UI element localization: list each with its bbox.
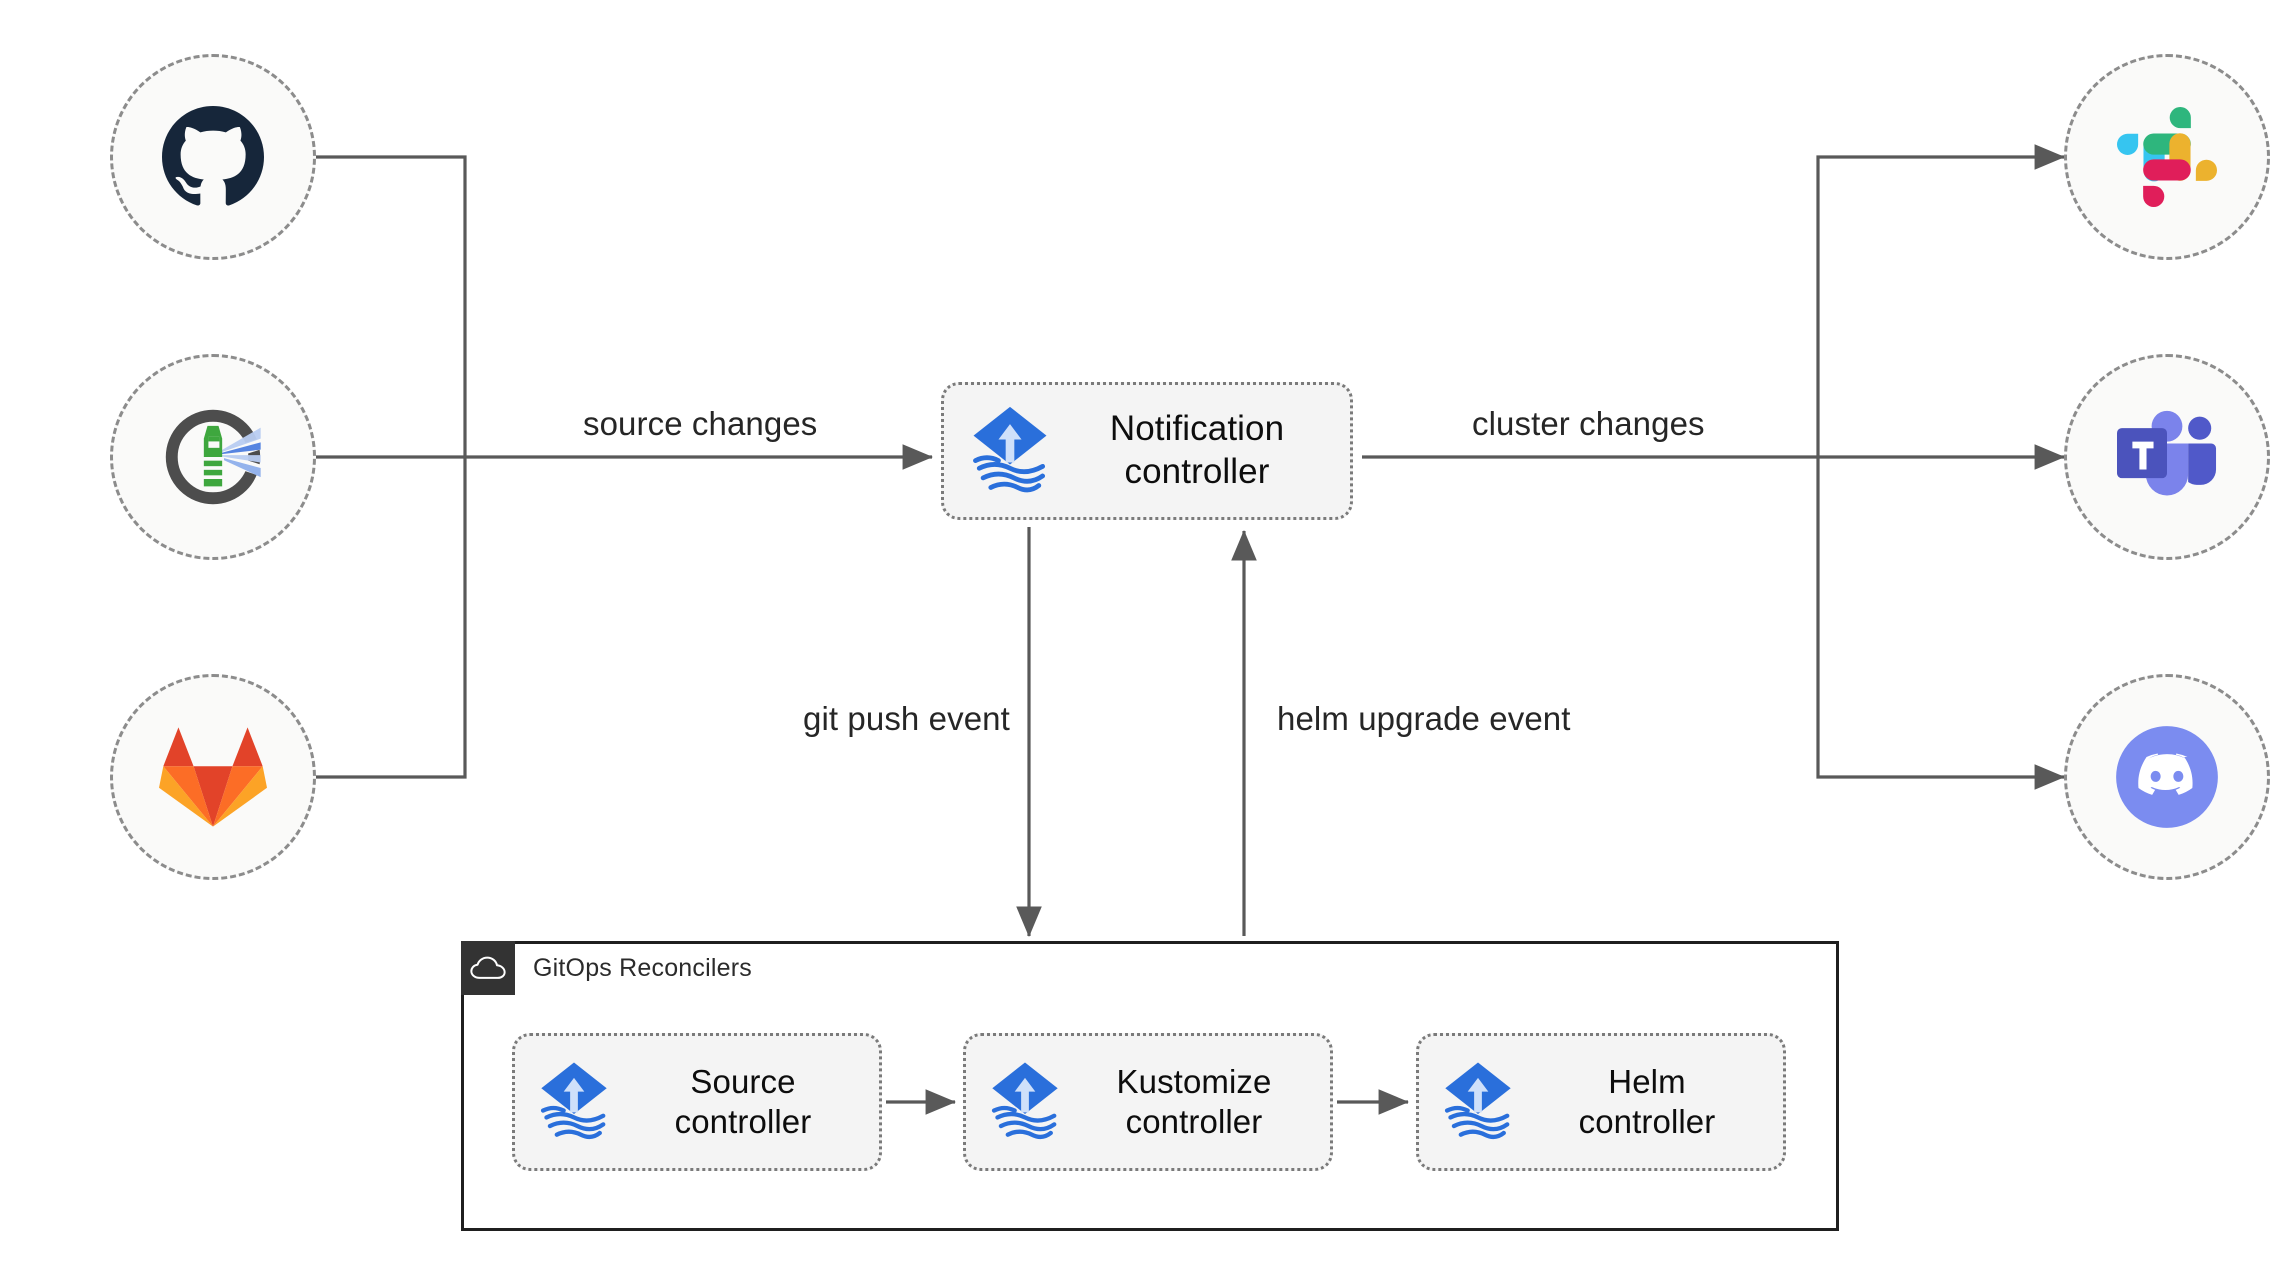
flux-lighthouse-icon bbox=[158, 402, 268, 512]
helm-controller-label: Helm controller bbox=[1578, 1062, 1716, 1140]
gitops-reconcilers-group bbox=[461, 941, 1839, 1231]
helm-controller-node[interactable]: Helm controller bbox=[1416, 1033, 1786, 1171]
edge-label-helm-upgrade-event: helm upgrade event bbox=[1277, 700, 1571, 737]
kustomize-controller-label: Kustomize controller bbox=[1116, 1062, 1272, 1140]
source-controller-label: Source controller bbox=[674, 1062, 812, 1140]
slack-icon bbox=[2117, 107, 2217, 207]
gitops-reconcilers-title: GitOps Reconcilers bbox=[533, 953, 752, 982]
wire-discord bbox=[1816, 457, 2065, 790]
source-node-flux[interactable] bbox=[110, 354, 316, 560]
discord-icon bbox=[2114, 724, 2220, 830]
kustomize-controller-node[interactable]: Kustomize controller bbox=[963, 1033, 1333, 1171]
flux-logo-icon bbox=[982, 1059, 1068, 1145]
destination-node-slack[interactable] bbox=[2064, 54, 2270, 260]
edge-label-source-changes: source changes bbox=[583, 405, 818, 442]
edge-label-git-push-event: git push event bbox=[803, 700, 1010, 737]
destination-node-discord[interactable] bbox=[2064, 674, 2270, 880]
flux-logo-icon bbox=[1435, 1059, 1521, 1145]
destination-node-teams[interactable] bbox=[2064, 354, 2270, 560]
flux-logo-icon bbox=[531, 1059, 617, 1145]
notification-controller-node[interactable]: Notification controller bbox=[941, 382, 1353, 520]
source-controller-node[interactable]: Source controller bbox=[512, 1033, 882, 1171]
notification-controller-label: Notification controller bbox=[1109, 409, 1285, 491]
edge-label-cluster-changes: cluster changes bbox=[1472, 405, 1705, 442]
microsoft-teams-icon bbox=[2113, 407, 2221, 507]
source-node-gitlab[interactable] bbox=[110, 674, 316, 880]
source-node-github[interactable] bbox=[110, 54, 316, 260]
cloud-icon bbox=[461, 941, 515, 995]
github-icon bbox=[162, 106, 264, 208]
flux-logo-icon bbox=[962, 403, 1058, 499]
gitlab-icon bbox=[159, 727, 267, 827]
wire-slack bbox=[1816, 144, 2065, 457]
gitops-reconcilers-header: GitOps Reconcilers bbox=[461, 941, 752, 995]
